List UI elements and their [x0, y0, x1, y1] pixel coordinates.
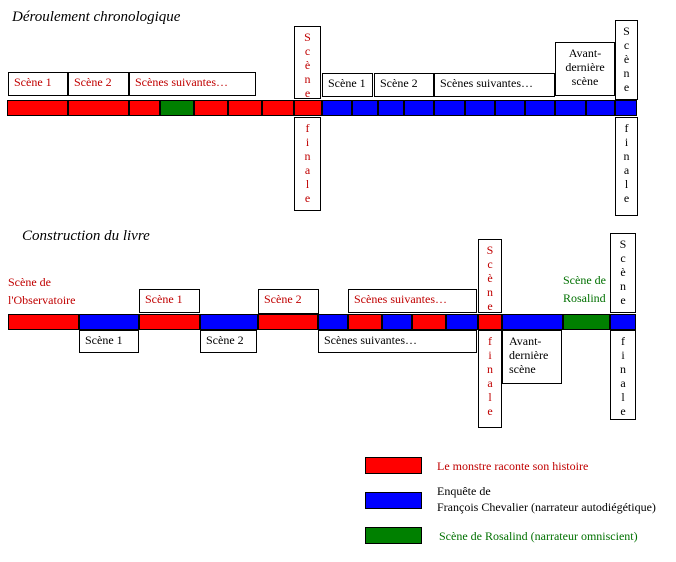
construction-segment-blue — [610, 314, 636, 330]
chrono-scene2-red-label: Scène 2 — [68, 72, 129, 96]
chrono-segment-blue — [586, 100, 615, 116]
chrono-segment-red — [129, 100, 160, 116]
chrono-segment-blue — [525, 100, 555, 116]
construction-suivantes-red-label: Scènes suivantes… — [348, 289, 477, 313]
chrono-avant-derniere-label: Avant- dernière scène — [555, 42, 615, 96]
legend-label-red: Le monstre raconte son histoire — [437, 459, 589, 473]
chrono-segment-blue — [404, 100, 434, 116]
chrono-suivantes-blue-label: Scènes suivantes… — [434, 73, 555, 97]
construction-avant-derniere-label: Avant- dernière scène — [502, 330, 562, 384]
construction-segment-blue — [446, 314, 478, 330]
construction-segment-red — [412, 314, 446, 330]
chrono-segment-blue — [555, 100, 586, 116]
chrono-scene1-red-label: Scène 1 — [8, 72, 68, 96]
legend-label-green: Scène de Rosalind (narrateur omniscient) — [439, 529, 638, 543]
chrono-segment-red — [68, 100, 129, 116]
construction-segment-blue — [382, 314, 412, 330]
chrono-segment-red — [294, 100, 322, 116]
chrono-segment-blue — [434, 100, 465, 116]
construction-segment-red — [258, 314, 318, 330]
construction-scene1-blue-label: Scène 1 — [79, 330, 139, 353]
construction-observatoire-label: Scène de l'Observatoire — [8, 275, 76, 307]
chrono-segment-red — [228, 100, 262, 116]
chrono-segment-blue — [495, 100, 525, 116]
construction-segment-red — [478, 314, 502, 330]
construction-segment-red — [139, 314, 200, 330]
chrono-suivantes-red-label: Scènes suivantes… — [129, 72, 256, 96]
construction-scene1-red-label: Scène 1 — [139, 289, 200, 313]
construction-suivantes-blue-label: Scènes suivantes… — [318, 330, 477, 353]
construction-segment-blue — [502, 314, 563, 330]
construction-segment-blue — [200, 314, 258, 330]
construction-rosalind-label: Scène de Rosalind — [563, 273, 606, 305]
chrono-title: Déroulement chronologique — [12, 9, 181, 25]
legend-label-blue: Enquête de François Chevalier (narrateur… — [437, 484, 656, 514]
chrono-segment-blue — [615, 100, 637, 116]
chrono-segment-blue — [465, 100, 495, 116]
chrono-segment-blue — [352, 100, 378, 116]
legend-swatch-green — [365, 527, 422, 544]
construction-scene2-blue-label: Scène 2 — [200, 330, 257, 353]
chrono-segment-red — [262, 100, 294, 116]
chrono-scene2-blue-label: Scène 2 — [374, 73, 434, 97]
construction-segment-red — [8, 314, 79, 330]
legend-swatch-blue — [365, 492, 422, 509]
construction-segment-blue — [79, 314, 139, 330]
chrono-segment-blue — [322, 100, 352, 116]
construction-title: Construction du livre — [22, 228, 150, 244]
chrono-segment-red — [194, 100, 228, 116]
construction-segment-red — [348, 314, 382, 330]
construction-segment-green — [563, 314, 610, 330]
chrono-segment-red — [7, 100, 68, 116]
legend-swatch-red — [365, 457, 422, 474]
chrono-segment-blue — [378, 100, 404, 116]
construction-scene2-red-label: Scène 2 — [258, 289, 319, 314]
chrono-scene1-blue-label: Scène 1 — [322, 73, 373, 97]
chrono-segment-green — [160, 100, 194, 116]
construction-segment-blue — [318, 314, 348, 330]
